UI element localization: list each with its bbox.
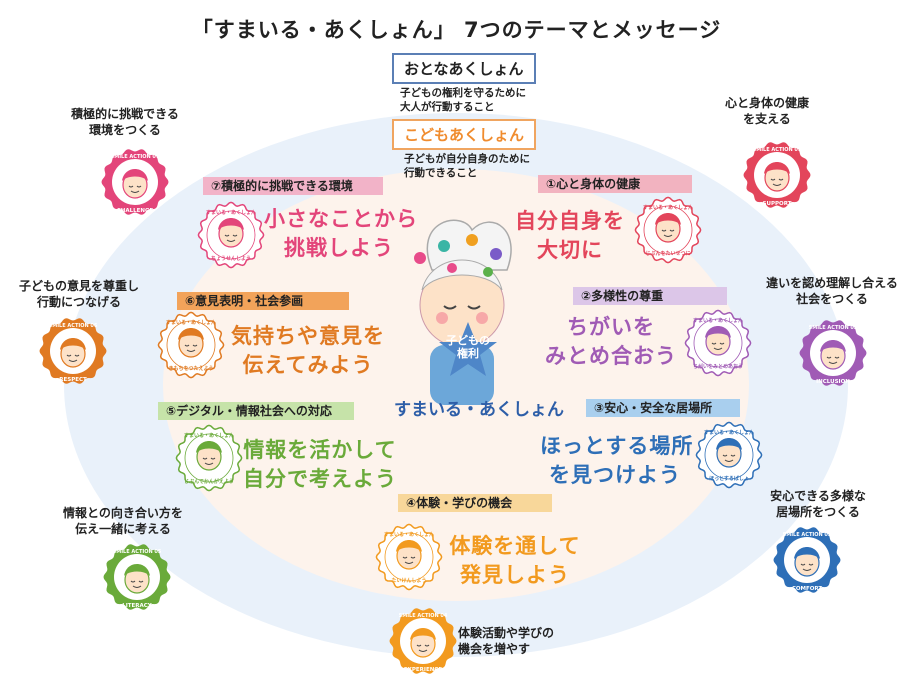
rights-star-label: 子どもの 権利 bbox=[446, 334, 490, 360]
outer-badge-label: SUPPORT bbox=[763, 201, 792, 207]
outer-badge-label: EXPERIENCE bbox=[404, 667, 442, 673]
outer-label-1: 心と身体の健康を支える bbox=[724, 96, 809, 126]
inner-badge-logo-text: すまいる・あくしょん bbox=[704, 429, 754, 436]
inner-badge-caption: ほっとするばしょ bbox=[709, 475, 749, 482]
inner-badge-logo-text: すまいる・あくしょん bbox=[166, 319, 216, 326]
theme-message-1: 自分自身を大切に bbox=[515, 209, 625, 262]
central-character-illustration bbox=[414, 219, 512, 405]
outer-badge-respect-icon: SMILE ACTION 06 RESPECT bbox=[39, 318, 107, 384]
theme-bar-2: ②多様性の尊重 bbox=[573, 287, 727, 305]
theme-bar-6: ⑥意見表明・社会参画 bbox=[177, 292, 349, 310]
child-action-box: こどもあくしょん bbox=[392, 119, 537, 150]
outer-badge-top-text: SMILE ACTION 03 bbox=[783, 532, 832, 538]
outer-badge-label: LITERACY bbox=[122, 603, 153, 609]
theme-bar-1: ①心と身体の健康 bbox=[538, 175, 692, 193]
outer-badge-label: INCLUSION bbox=[816, 379, 850, 385]
inner-badge-logo-text: すまいる・あくしょん bbox=[384, 531, 434, 538]
inner-badge-caption: ちょうせんしよう bbox=[211, 255, 251, 262]
smile-action-logo: すまいる・あくしょん bbox=[394, 400, 564, 420]
page-title: 「すまいる・あくしょん」 7つのテーマとメッセージ bbox=[191, 18, 722, 42]
outer-label-3: 安心できる多様な居場所をつくる bbox=[770, 489, 866, 519]
theme-message-4: 体験を通して発見しよう bbox=[449, 534, 581, 587]
outer-badge-label: CHALLENGE bbox=[117, 208, 154, 214]
outer-badge-top-text: SMILE ACTION 02 bbox=[809, 325, 858, 331]
inner-badge-caption: ちがいをみとめあおう bbox=[693, 363, 743, 370]
theme-bar-4: ④体験・学びの機会 bbox=[398, 494, 552, 512]
theme-message-7: 小さなことから挑戦しよう bbox=[264, 207, 418, 260]
theme-bar-5: ⑤デジタル・情報社会への対応 bbox=[158, 402, 354, 420]
outer-badge-top-text: SMILE ACTION 04 bbox=[399, 613, 448, 619]
outer-badge-top-text: SMILE ACTION 06 bbox=[49, 323, 98, 329]
adult-action-description: 子どもの権利を守るために 大人が行動すること bbox=[400, 87, 526, 113]
outer-badge-top-text: SMILE ACTION 01 bbox=[753, 147, 802, 153]
child-action-description: 子どもが自分自身のために 行動できること bbox=[404, 153, 530, 179]
outer-label-5: 情報との向き合い方を伝え一緒に考える bbox=[63, 506, 183, 536]
outer-label-4: 体験活動や学びの機会を増やす bbox=[458, 626, 555, 656]
inner-badge-caption: じぶんでかんがえよう bbox=[184, 478, 234, 485]
theme-bar-7: ⑦積極的に挑戦できる環境 bbox=[203, 177, 383, 195]
theme-bar-3: ③安心・安全な居場所 bbox=[586, 399, 740, 417]
rights-star-icon bbox=[439, 322, 497, 376]
inner-badge-logo-text: すまいる・あくしょん bbox=[643, 204, 693, 211]
outer-badge-support-icon: SMILE ACTION 01 SUPPORT bbox=[743, 142, 811, 208]
outer-label-7: 積極的に挑戦できる環境をつくる bbox=[71, 107, 179, 137]
outer-badge-top-text: SMILE ACTION 07 bbox=[111, 154, 160, 160]
outer-label-6: 子どもの意見を尊重し行動につなげる bbox=[18, 279, 139, 309]
outer-badge-label: RESPECT bbox=[59, 377, 87, 383]
outer-badge-label: COMFORT bbox=[792, 586, 823, 592]
outer-badge-challenge-icon: SMILE ACTION 07 CHALLENGE bbox=[101, 149, 169, 215]
outer-badge-comfort-icon: SMILE ACTION 03 COMFORT bbox=[773, 527, 841, 593]
outer-badge-inclusion-icon: SMILE ACTION 02 INCLUSION bbox=[799, 320, 867, 386]
inner-badge-caption: きもちをつたえよう bbox=[168, 365, 213, 372]
inner-badge-logo-text: すまいる・あくしょん bbox=[693, 317, 743, 324]
theme-message-6: 気持ちや意見を伝えてみよう bbox=[231, 324, 385, 377]
inner-badge-caption: じぶんをたいせつに bbox=[645, 250, 690, 257]
theme-message-5: 情報を活かして自分で考えよう bbox=[243, 438, 397, 491]
outer-label-2: 違いを認め理解し合える社会をつくる bbox=[766, 276, 898, 306]
outer-badge-experience-icon: SMILE ACTION 04 EXPERIENCE bbox=[389, 608, 457, 674]
outer-badge-top-text: SMILE ACTION 05 bbox=[113, 549, 162, 555]
inner-badge-logo-text: すまいる・あくしょん bbox=[206, 209, 256, 216]
inner-badge-logo-text: すまいる・あくしょん bbox=[184, 432, 234, 439]
inner-badge-caption: たいけんしよう bbox=[391, 577, 426, 584]
theme-message-2: ちがいをみとめ合おう bbox=[545, 315, 677, 368]
adult-action-box: おとなあくしょん bbox=[392, 53, 536, 84]
outer-badge-literacy-icon: SMILE ACTION 05 LITERACY bbox=[103, 544, 171, 610]
theme-message-3: ほっとする場所を見つけよう bbox=[540, 434, 694, 487]
